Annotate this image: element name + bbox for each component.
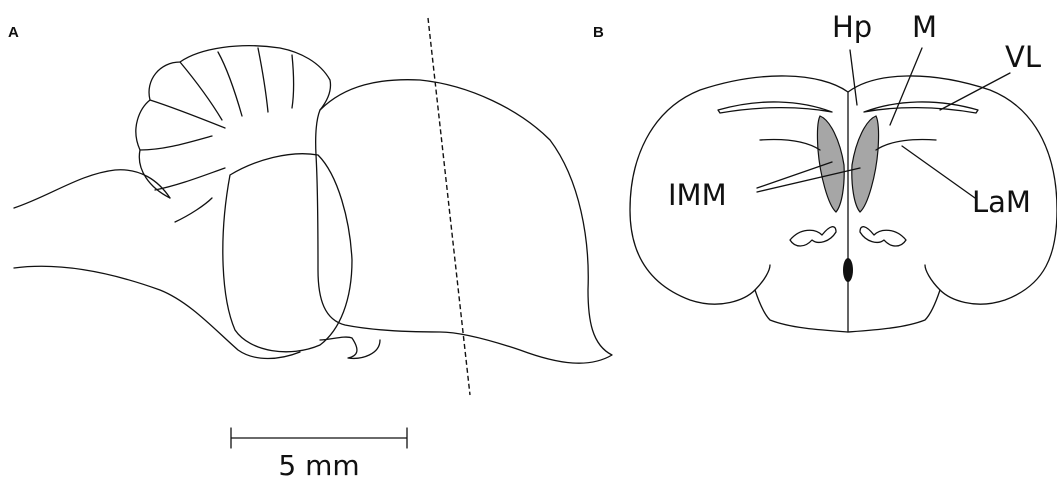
- imm-region-right: [852, 116, 879, 212]
- leader-lam: [902, 146, 975, 198]
- label-m: M: [912, 10, 937, 44]
- scale-bar-line: [231, 428, 407, 448]
- cerebellum-folia: [140, 48, 294, 222]
- brainstem-outline: [14, 170, 300, 359]
- ventral-structure-left: [790, 227, 836, 246]
- label-lam: LaM: [972, 185, 1031, 219]
- panel-b-label: B: [593, 24, 604, 41]
- panel-a-label: A: [8, 24, 19, 41]
- optic-tectum-outline: [223, 154, 352, 352]
- pituitary-outline: [320, 337, 380, 358]
- section-line-dashed: [428, 18, 470, 395]
- leader-m: [890, 48, 922, 125]
- cerebellum-outline: [136, 46, 331, 198]
- label-vl: VL: [1005, 40, 1041, 74]
- lateral-ventricle-right: [864, 102, 978, 113]
- hemisphere-outline: [316, 80, 612, 364]
- leader-hp: [850, 50, 857, 105]
- imm-region-left: [817, 116, 844, 212]
- ventral-structure-right: [860, 227, 906, 246]
- scale-bar: 5 mm: [231, 428, 407, 479]
- leader-vl: [940, 73, 1010, 110]
- panel-a-lateral-brain: A: [8, 18, 612, 395]
- panel-b-coronal-section: B Hp M VL IMM LaM: [593, 10, 1057, 332]
- label-hp: Hp: [832, 10, 872, 44]
- lateral-ventricle-left: [718, 102, 832, 113]
- ventricle-midline-blob: [843, 258, 853, 282]
- lamina-left: [760, 139, 820, 150]
- label-imm: IMM: [668, 178, 727, 212]
- scale-bar-label: 5 mm: [278, 449, 359, 479]
